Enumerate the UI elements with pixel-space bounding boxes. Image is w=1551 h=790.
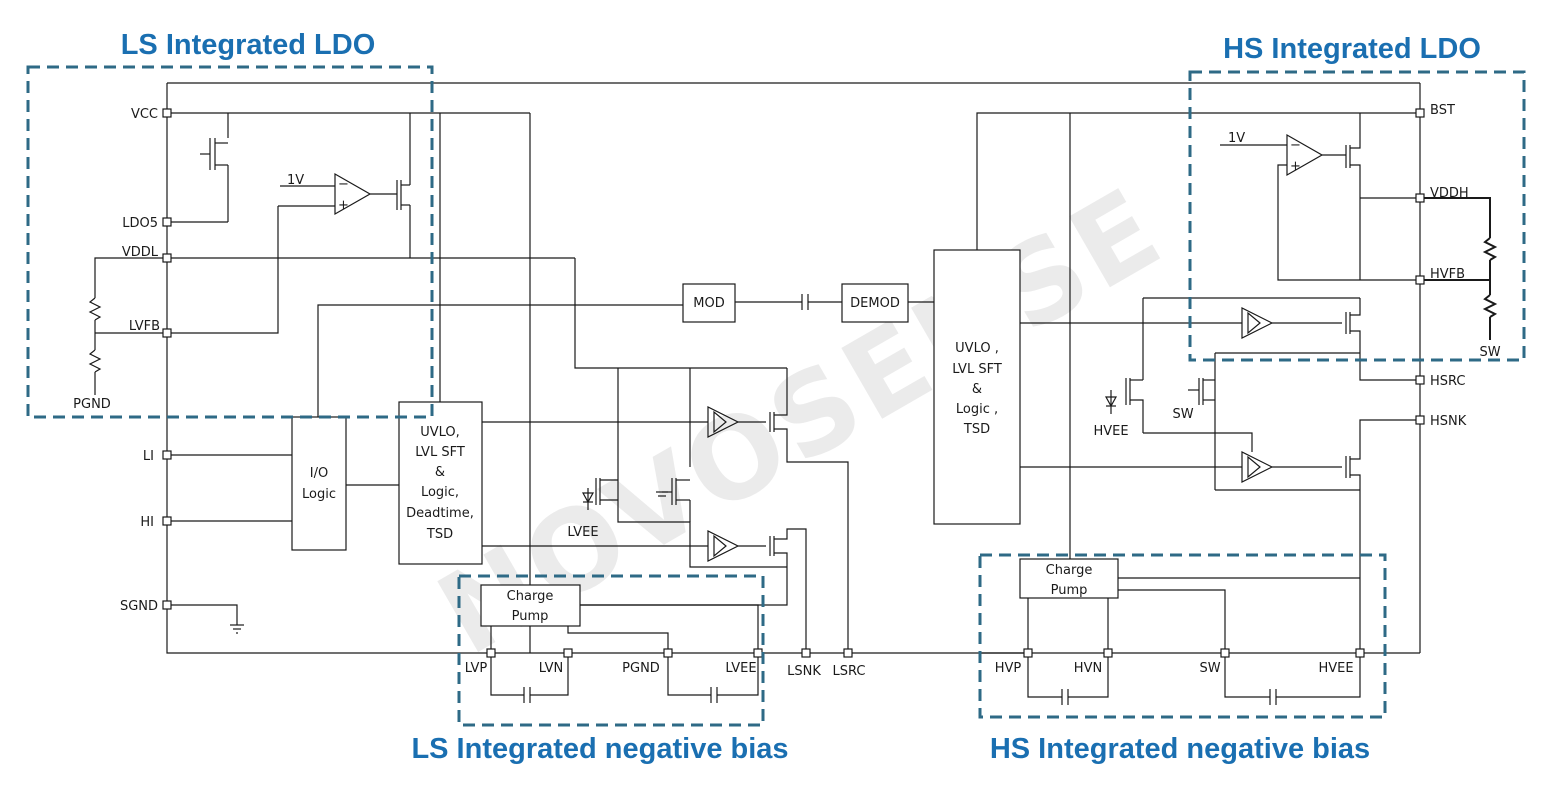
hs-ldo-region [1188, 70, 1526, 362]
bottom-pin-labels: LVP LVN PGND LVEE LSNK LSRC HVP HVN SW H… [465, 661, 1354, 679]
svg-text:Pump: Pump [512, 609, 549, 624]
svg-text:1V: 1V [1228, 131, 1245, 146]
svg-text:LVL SFT: LVL SFT [952, 362, 1002, 377]
svg-text:&: & [972, 382, 982, 397]
svg-text:HVP: HVP [995, 661, 1022, 676]
svg-text:PGND: PGND [73, 397, 111, 412]
pin-markers [162, 108, 1425, 658]
svg-text:SW: SW [1172, 407, 1193, 422]
svg-text:LVEE: LVEE [567, 525, 598, 540]
svg-text:&: & [435, 465, 445, 480]
hs-charge-pump-block: Charge Pump [1019, 558, 1119, 599]
svg-text:I/O: I/O [310, 466, 328, 481]
ls-bias-region [457, 574, 765, 727]
svg-text:MOD: MOD [693, 296, 724, 311]
misc-labels: 1V 1V LVEE HVEE SW [287, 131, 1245, 540]
svg-text:LVN: LVN [539, 661, 563, 676]
svg-text:LVP: LVP [465, 661, 488, 676]
demod-block: DEMOD [841, 283, 909, 323]
svg-text:1V: 1V [287, 173, 304, 188]
ls-ldo-title: LS Integrated LDO [121, 29, 376, 61]
ls-bias-circuit [458, 604, 759, 703]
hs-ldo-title: HS Integrated LDO [1223, 33, 1481, 65]
svg-text:BST: BST [1430, 103, 1455, 118]
svg-text:HVEE: HVEE [1093, 424, 1128, 439]
svg-text:UVLO,: UVLO, [420, 425, 460, 440]
svg-text:+: + [338, 198, 349, 213]
svg-text:Pump: Pump [1051, 583, 1088, 598]
svg-text:HI: HI [140, 515, 154, 530]
svg-text:HVN: HVN [1074, 661, 1102, 676]
svg-text:Charge: Charge [507, 589, 554, 604]
svg-text:LVFB: LVFB [129, 319, 160, 334]
svg-text:VDDH: VDDH [1430, 186, 1469, 201]
svg-text:HVFB: HVFB [1430, 267, 1465, 282]
mod-block: MOD [682, 283, 736, 323]
frame-wires [166, 82, 1421, 654]
svg-text:HSNK: HSNK [1430, 414, 1467, 429]
svg-text:SW: SW [1479, 345, 1500, 360]
svg-text:Charge: Charge [1046, 563, 1093, 578]
svg-text:LVL SFT: LVL SFT [415, 445, 465, 460]
svg-text:+: + [1290, 159, 1301, 174]
svg-text:TSD: TSD [963, 422, 990, 437]
svg-text:Logic: Logic [302, 487, 336, 502]
hs-circuit: − + [976, 112, 1498, 705]
right-pin-labels: BST VDDH HVFB SW HSRC HSNK [1430, 103, 1501, 429]
svg-text:LSNK: LSNK [787, 664, 821, 679]
svg-text:VCC: VCC [131, 107, 158, 122]
svg-text:LI: LI [143, 449, 154, 464]
hs-uvlo-logic-block: UVLO , LVL SFT & Logic , TSD [933, 249, 1021, 525]
svg-text:PGND: PGND [622, 661, 660, 676]
svg-text:−: − [1290, 138, 1301, 153]
svg-text:Logic ,: Logic , [956, 402, 998, 417]
svg-text:HSRC: HSRC [1430, 374, 1466, 389]
svg-text:SGND: SGND [120, 599, 158, 614]
ls-logic-wires [317, 294, 934, 547]
hs-bias-title: HS Integrated negative bias [990, 733, 1370, 765]
left-pin-labels: VCC LDO5 VDDL LVFB PGND LI HI SGND [73, 107, 160, 614]
ls-uvlo-logic-block: UVLO, LVL SFT & Logic, Deadtime, TSD [398, 401, 483, 565]
svg-text:LDO5: LDO5 [122, 216, 158, 231]
svg-text:DEMOD: DEMOD [850, 296, 900, 311]
svg-text:SW: SW [1199, 661, 1220, 676]
svg-text:LVEE: LVEE [725, 661, 756, 676]
ls-charge-pump-block: Charge Pump [480, 584, 581, 627]
io-logic-block: I/O Logic [291, 416, 347, 551]
ls-ldo-circuit: − + [88, 112, 787, 653]
svg-text:LSRC: LSRC [833, 664, 866, 679]
svg-text:UVLO ,: UVLO , [955, 341, 999, 356]
svg-text:TSD: TSD [426, 527, 453, 542]
svg-text:VDDL: VDDL [122, 245, 159, 260]
svg-text:Logic,: Logic, [421, 485, 459, 500]
svg-text:HVEE: HVEE [1318, 661, 1353, 676]
hs-bias-region [978, 553, 1387, 719]
svg-text:−: − [338, 177, 349, 192]
ls-bias-title: LS Integrated negative bias [411, 733, 788, 765]
ls-ldo-region [26, 65, 434, 419]
svg-text:Deadtime,: Deadtime, [406, 506, 474, 521]
